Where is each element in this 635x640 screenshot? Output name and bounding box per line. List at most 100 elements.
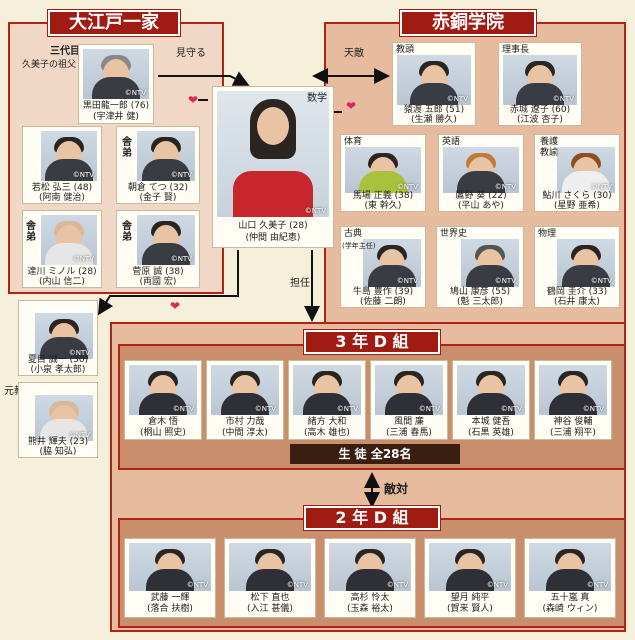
student-actor: (三浦 翔平) <box>535 428 611 439</box>
natsume-actor: (小泉 孝太郎) <box>19 365 97 376</box>
ntv-mark: ©NTV <box>173 405 194 413</box>
class-2d-title: 2 年 D 組 <box>304 506 440 530</box>
student-name: 本城 健吾 <box>453 417 529 428</box>
heart-icon: ❤ <box>188 94 198 106</box>
tatsukawa-role: 舎弟 <box>25 221 37 243</box>
asakura-actor: (金子 賢) <box>117 193 199 204</box>
tsuruoka-card: ©NTV 物理 鶴岡 圭介 (33) (石井 康太) <box>534 226 620 308</box>
wakamatsu-actor: (阿南 健治) <box>23 193 101 204</box>
watch-arrow <box>158 76 246 84</box>
ntv-mark: ©NTV <box>487 581 508 589</box>
heart-icon: ❤ <box>170 300 180 312</box>
class-3d-student-card: ©NTV風間 廉(三浦 春馬) <box>370 360 448 440</box>
class-3d-student-card: ©NTV 緒方 大和(高木 雄也) <box>288 360 366 440</box>
student-name: 倉木 悟 <box>125 417 201 428</box>
class-2d-student-card: ©NTV 高杉 怜太(玉森 裕太) <box>324 538 416 618</box>
enemy-label: 天敵 <box>344 48 364 59</box>
student-name: 高杉 怜太 <box>325 593 415 604</box>
student-name: 市村 力哉 <box>207 417 283 428</box>
hatoyama-actor: (魁 三太郎) <box>437 297 523 308</box>
ushijima-label: 古典 <box>344 229 362 240</box>
class-2d-student-card: ©NTV 望月 純平(賀来 賢人) <box>424 538 516 618</box>
akagi-actor: (江波 杏子) <box>499 115 581 126</box>
student-actor: (石黒 英雄) <box>453 428 529 439</box>
ntv-mark: ©NTV <box>337 405 358 413</box>
asakura-role: 舎弟 <box>121 137 133 159</box>
ayukawa-actor: (星野 亜希) <box>535 201 619 212</box>
ushijima-note: (学年主任) <box>342 241 375 252</box>
tsuruoka-actor: (石井 康太) <box>535 297 619 308</box>
akagi-label: 理事長 <box>502 45 529 56</box>
heroine-subject: 数学 <box>307 93 327 104</box>
ntv-mark: ©NTV <box>187 581 208 589</box>
student-name: 風間 廉 <box>371 417 447 428</box>
wakamatsu-card: ©NTV 若松 弘三 (48) (阿南 健治) <box>22 126 102 204</box>
tatsukawa-card: ©NTV 舎弟 達川 ミノル (28) (内山 信二) <box>22 210 102 288</box>
ntv-mark: ©NTV <box>305 207 326 215</box>
sawatari-actor: (生瀬 勝久) <box>393 115 475 126</box>
class-2d-student-card: ©NTV 松下 直也(入江 甚儀) <box>224 538 316 618</box>
class-3d-student-card: ©NTV 倉木 悟(桐山 照史) <box>124 360 202 440</box>
kuroda-actor: (宇津井 健) <box>79 112 153 123</box>
baba-actor: (東 幹久) <box>341 201 425 212</box>
academy-title: 赤銅学院 <box>400 10 536 36</box>
ayukawa-card: ©NTV 養護教諭 鮎川 さくら (30) (星野 亜希) <box>534 134 620 212</box>
sugawara-card: ©NTV 舎弟 菅原 誠 (38) (両國 宏) <box>116 210 200 288</box>
student-name: 松下 直也 <box>225 593 315 604</box>
heroine-name: 山口 久美子 (28) <box>213 221 333 232</box>
class-3d-student-card: ©NTV 市村 力哉(中間 淳太) <box>206 360 284 440</box>
class-2d-student-card: ©NTV 五十嵐 真(森崎 ウィン) <box>524 538 616 618</box>
kuroda-role: 三代目 <box>50 46 80 57</box>
ntv-mark: ©NTV <box>583 405 604 413</box>
hatoyama-label: 世界史 <box>440 229 467 240</box>
takano-card: ©NTV 英語 鷹野 葵 (22) (平山 あや) <box>438 134 524 212</box>
sugawara-actor: (両國 宏) <box>117 277 199 288</box>
homeroom-label: 担任 <box>290 278 310 289</box>
heroine-actor: (仲間 由紀恵) <box>213 233 333 244</box>
student-actor: (賀来 賢人) <box>425 604 515 615</box>
sawatari-card: ©NTV 教頭 猿渡 五郎 (51) (生瀬 勝久) <box>392 42 476 126</box>
takano-actor: (平山 あや) <box>439 201 523 212</box>
student-actor: (落合 扶樹) <box>125 604 215 615</box>
students-total-bar: 生 徒 全28名 <box>290 444 460 464</box>
baba-label: 体育 <box>344 137 362 148</box>
tsuruoka-label: 物理 <box>538 229 556 240</box>
ntv-mark: ©NTV <box>287 581 308 589</box>
student-actor: (森崎 ウィン) <box>525 604 615 615</box>
natsume-card: ©NTV 夏目 誠一 (30) (小泉 孝太郎) <box>18 300 98 376</box>
ushijima-actor: (佐藤 二朗) <box>341 297 425 308</box>
akagi-card: ©NTV 理事長 赤城 遼子 (60) (江波 杏子) <box>498 42 582 126</box>
class-3d-title: 3 年 D 組 <box>304 330 440 354</box>
oedo-family-title: 大江戸一家 <box>48 10 180 36</box>
heart-icon: ❤ <box>346 100 356 112</box>
kumai-card: ©NTV 熊井 輝夫 (23) (脇 知弘) <box>18 382 98 458</box>
rival-label: 敵対 <box>384 484 408 495</box>
student-actor: (三浦 春馬) <box>371 428 447 439</box>
ayukawa-label: 養護教諭 <box>538 137 560 159</box>
ntv-mark: ©NTV <box>387 581 408 589</box>
student-name: 緒方 大和 <box>289 417 365 428</box>
ushijima-card: ©NTV 古典 (学年主任) 牛島 豊作 (39) (佐藤 二朗) <box>340 226 426 308</box>
watch-label: 見守る <box>176 48 206 59</box>
student-name: 望月 純平 <box>425 593 515 604</box>
student-actor: (入江 甚儀) <box>225 604 315 615</box>
heroine-card: ©NTV 数学 山口 久美子 (28) (仲間 由紀恵) <box>212 86 334 248</box>
kuroda-card: ©NTV 黒田龍一郎 (76) (宇津井 健) <box>78 44 154 124</box>
sawatari-label: 教頭 <box>396 45 414 56</box>
hatoyama-card: ©NTV 世界史 鳩山 康彦 (55) (魁 三太郎) <box>436 226 524 308</box>
student-name: 武藤 一輝 <box>125 593 215 604</box>
student-name: 五十嵐 真 <box>525 593 615 604</box>
kumai-actor: (脇 知弘) <box>19 447 97 458</box>
sugawara-role: 舎弟 <box>121 221 133 243</box>
ntv-mark: ©NTV <box>587 581 608 589</box>
class-2d-student-card: ©NTV 武藤 一輝(落合 扶樹) <box>124 538 216 618</box>
student-actor: (中間 淳太) <box>207 428 283 439</box>
ntv-mark: ©NTV <box>255 405 276 413</box>
student-actor: (玉森 裕太) <box>325 604 415 615</box>
tatsukawa-actor: (内山 信二) <box>23 277 101 288</box>
student-actor: (高木 雄也) <box>289 428 365 439</box>
asakura-card: ©NTV 舎弟 朝倉 てつ (32) (金子 賢) <box>116 126 200 204</box>
student-actor: (桐山 照史) <box>125 428 201 439</box>
